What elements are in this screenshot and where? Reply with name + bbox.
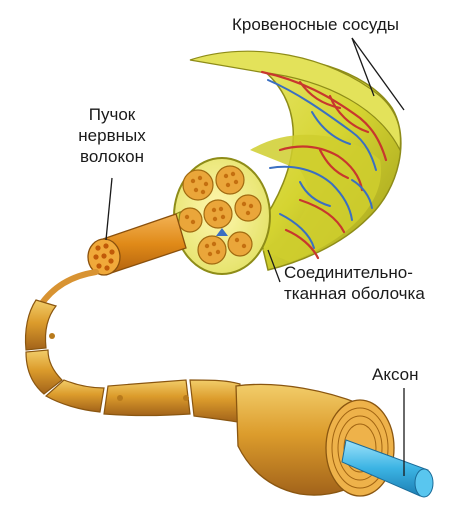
label-connective-line2: тканная оболочка [284,284,425,303]
label-connective-line1: Соединительно- [284,263,413,282]
myelin-nodes [49,333,189,401]
leader-fiber-bundle [105,177,113,241]
nerve-trunk-top [189,50,402,153]
blood-vessels-blue [267,79,377,249]
label-blood-vessels: Кровеносные сосуды [232,15,399,34]
leader-lines [105,37,405,476]
label-axon: Аксон [372,365,419,384]
label-fiber-bundle-line1: Пучок [88,105,136,124]
label-fiber-bundle-line2: нервных [78,126,146,145]
central-vessel [216,228,228,236]
myelin-segments [24,299,241,423]
leader-connective [267,249,281,283]
label-fiber-bundle: Пучок нервных волокон [62,104,162,167]
leader-blood-vessels-2 [351,37,405,111]
fascicle-fibers [184,171,254,257]
label-fiber-bundle-line3: волокон [80,147,144,166]
blood-vessels-red [260,70,388,260]
thin-fiber [37,269,99,309]
myelin-layers [331,407,389,489]
fiber-bundle-fibers [93,243,115,271]
leader-blood-vessels-1 [351,37,375,97]
fascicles [177,165,262,265]
axon-end [414,468,434,498]
label-connective-sheath: Соединительно- тканная оболочка [284,262,425,304]
